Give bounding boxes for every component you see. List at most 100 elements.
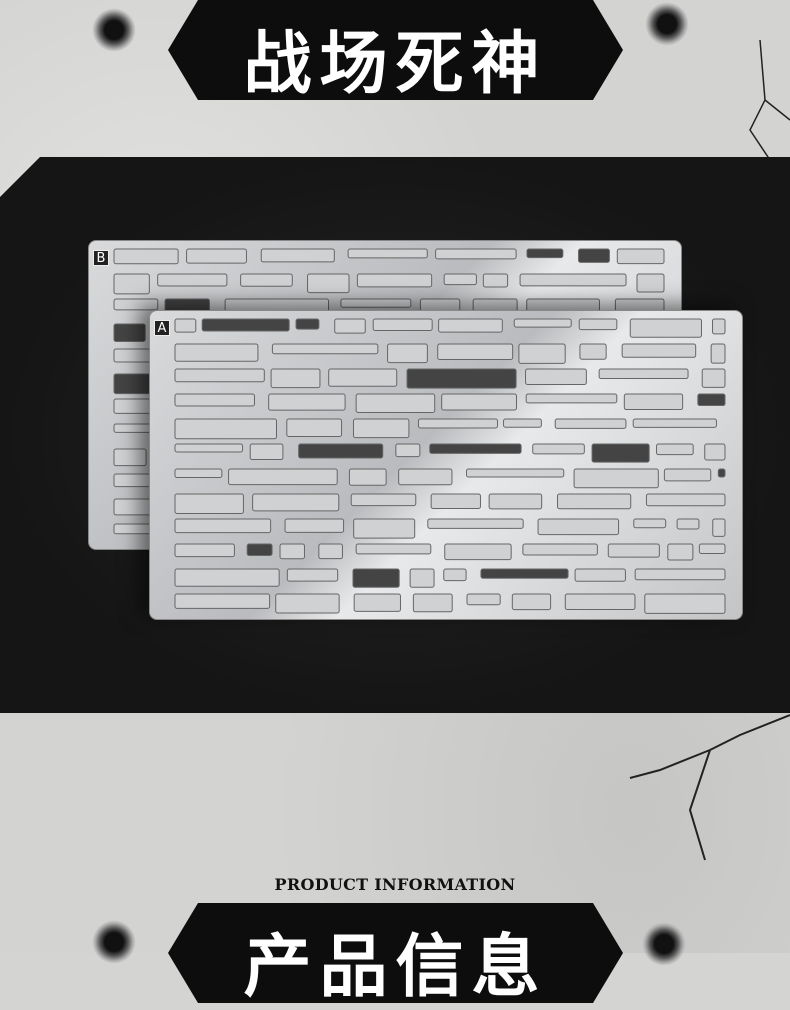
section-banner: 产品信息 bbox=[168, 903, 623, 1003]
etched-part bbox=[352, 568, 400, 588]
etched-part bbox=[480, 568, 569, 579]
etched-part bbox=[174, 368, 265, 383]
etched-part bbox=[340, 298, 412, 308]
etched-part bbox=[712, 318, 726, 335]
etched-part bbox=[574, 568, 626, 582]
etched-part bbox=[676, 518, 700, 530]
etched-part bbox=[704, 443, 726, 461]
etched-part bbox=[174, 593, 271, 609]
etched-part bbox=[113, 323, 146, 343]
etched-part bbox=[246, 543, 273, 556]
etched-part bbox=[286, 418, 343, 437]
etched-part bbox=[466, 593, 501, 606]
bullet-hole-icon bbox=[645, 2, 689, 46]
etched-part bbox=[701, 368, 726, 388]
etched-part bbox=[279, 543, 305, 560]
etched-part bbox=[355, 393, 436, 414]
etched-part bbox=[286, 568, 339, 582]
etched-part bbox=[113, 273, 150, 295]
etched-part bbox=[174, 518, 272, 534]
etched-part bbox=[412, 593, 453, 613]
bullet-hole-icon bbox=[92, 920, 136, 964]
etched-part bbox=[443, 568, 467, 582]
etched-part bbox=[579, 343, 607, 360]
crack-decoration bbox=[629, 714, 790, 861]
etched-part bbox=[598, 368, 689, 380]
etched-part bbox=[249, 443, 284, 461]
etched-part bbox=[228, 468, 338, 486]
etched-part bbox=[438, 318, 503, 333]
etched-part bbox=[591, 443, 650, 463]
etched-part bbox=[518, 343, 566, 364]
etched-part bbox=[526, 248, 564, 259]
etched-part bbox=[712, 518, 726, 537]
etched-part bbox=[578, 248, 610, 263]
etched-part bbox=[710, 343, 726, 364]
etched-part bbox=[717, 468, 726, 478]
etched-part bbox=[417, 418, 498, 429]
etched-part bbox=[113, 248, 179, 265]
etched-part bbox=[260, 248, 335, 263]
etched-part bbox=[629, 318, 702, 338]
sheet-parts bbox=[174, 318, 726, 614]
etched-part bbox=[623, 393, 684, 411]
metal-sheet-a: A bbox=[149, 310, 743, 620]
etched-part bbox=[503, 418, 542, 428]
etched-part bbox=[350, 493, 417, 507]
etched-part bbox=[488, 493, 543, 510]
etched-part bbox=[275, 593, 340, 614]
etched-part bbox=[348, 468, 387, 486]
etched-part bbox=[427, 518, 524, 529]
etched-part bbox=[157, 273, 228, 287]
etched-part bbox=[656, 443, 694, 456]
etched-part bbox=[252, 493, 340, 512]
etched-part bbox=[174, 468, 223, 478]
etched-part bbox=[465, 468, 565, 478]
etched-part bbox=[174, 418, 278, 440]
title-banner: 战场死神 bbox=[168, 0, 623, 100]
etched-part bbox=[174, 343, 259, 362]
etched-part bbox=[532, 443, 585, 455]
etched-part bbox=[663, 468, 712, 482]
etched-part bbox=[607, 543, 660, 558]
section-subtitle: PRODUCT INFORMATION bbox=[274, 875, 516, 894]
etched-part bbox=[482, 273, 509, 288]
etched-part bbox=[174, 493, 244, 515]
etched-part bbox=[578, 318, 618, 331]
etched-part bbox=[645, 493, 726, 507]
etched-part bbox=[395, 443, 421, 458]
etched-part bbox=[284, 518, 345, 533]
etched-part bbox=[186, 248, 247, 264]
etched-part bbox=[271, 343, 379, 355]
etched-part bbox=[667, 543, 694, 561]
etched-part bbox=[113, 298, 159, 311]
etched-part bbox=[435, 248, 517, 260]
sheet-label: A bbox=[154, 320, 170, 336]
etched-part bbox=[201, 318, 290, 332]
etched-part bbox=[113, 398, 153, 414]
etched-part bbox=[355, 543, 432, 555]
etched-part bbox=[307, 273, 350, 294]
bullet-hole-icon bbox=[92, 8, 136, 52]
etched-part bbox=[441, 393, 517, 411]
etched-part bbox=[429, 443, 522, 454]
etched-part bbox=[409, 568, 435, 588]
etched-part bbox=[387, 343, 428, 364]
etched-part bbox=[525, 393, 618, 404]
etched-part bbox=[557, 493, 632, 510]
etched-part bbox=[406, 368, 517, 389]
etched-part bbox=[174, 543, 235, 558]
etched-part bbox=[268, 393, 346, 411]
etched-part bbox=[522, 543, 598, 556]
etched-part bbox=[334, 318, 366, 334]
etched-part bbox=[644, 593, 726, 614]
section-title: 产品信息 bbox=[243, 928, 548, 1007]
etched-part bbox=[621, 343, 697, 358]
etched-part bbox=[352, 418, 410, 439]
etched-part bbox=[356, 273, 433, 288]
etched-part bbox=[174, 443, 244, 453]
etched-part bbox=[513, 318, 572, 328]
etched-part bbox=[573, 468, 659, 489]
etched-part bbox=[443, 273, 477, 286]
crack-decoration bbox=[749, 40, 790, 160]
